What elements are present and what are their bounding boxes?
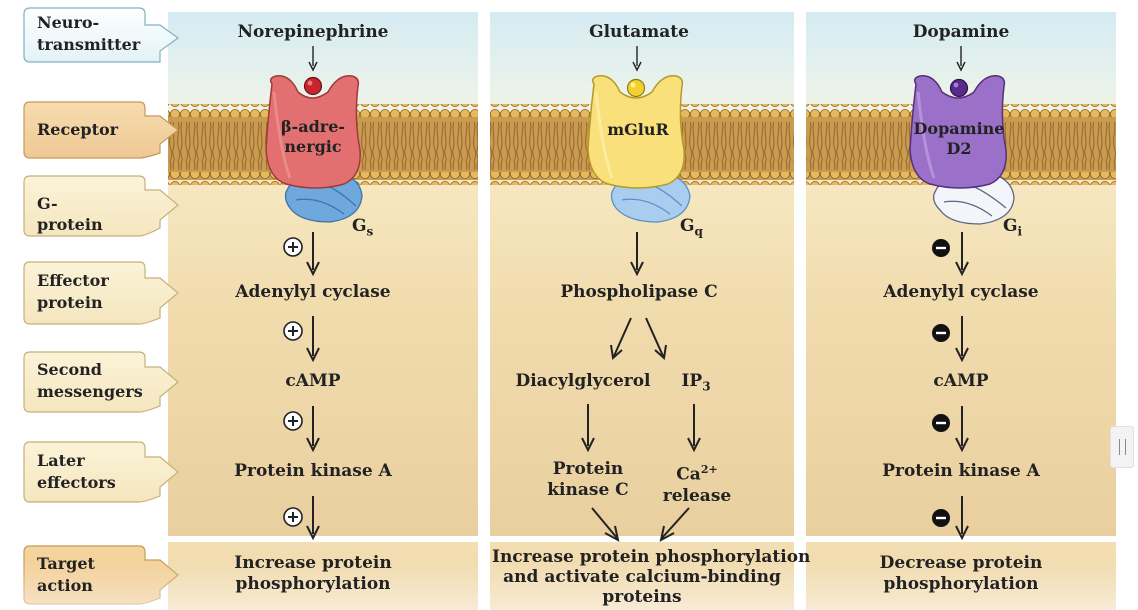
arrows-dopamine	[955, 232, 969, 541]
nt-arrow-glutamate	[632, 46, 642, 72]
target-action-dopamine-line1: Decrease protein	[879, 553, 1043, 573]
target-action-dopamine-line2: phosphorylation	[883, 574, 1039, 594]
row-label-later-line2: effectors	[37, 473, 116, 492]
g-protein-label-gi-main: G	[1003, 216, 1018, 236]
row-label-receptor-text: Receptor	[37, 120, 119, 139]
dopamine-ligand	[949, 78, 969, 98]
row-label-neurotransmitter-line2: transmitter	[37, 35, 141, 54]
mglur-receptor	[587, 75, 685, 189]
row-label-second-line1: Second	[37, 360, 102, 379]
column-glutamate-bg	[490, 12, 794, 610]
target-action-norepinephrine: Increase protein phosphorylation	[203, 553, 423, 595]
bottom-fade-overlay	[0, 560, 1138, 610]
row-label-second-line2: messengers	[37, 382, 143, 401]
plus-signs-norepinephrine	[283, 237, 303, 527]
g-protein-label-gs-sub: s	[366, 224, 374, 239]
grip-icon	[1119, 439, 1126, 455]
g-protein-label-gs: Gs	[352, 216, 373, 238]
later-effector-label-ca-main: Ca	[676, 464, 701, 485]
row-label-effector-line2: protein	[37, 293, 103, 312]
later-effector-label-pkc-line1: Protein	[552, 459, 624, 479]
nt-label-dopamine: Dopamine	[912, 22, 1010, 42]
later-effector-label-norepinephrine: Protein kinase A	[234, 461, 392, 481]
dopamine-d2-receptor	[909, 75, 1007, 189]
g-protein-label-gi: Gi	[1003, 216, 1022, 238]
nt-arrow-dopamine	[956, 46, 966, 72]
second-messenger-label-ip3: IP3	[668, 371, 724, 393]
target-action-norepinephrine-line2: phosphorylation	[235, 574, 391, 594]
receptor-label-dopamine-d2: Dopamine D2	[911, 119, 1007, 159]
g-protein-label-gq-sub: q	[694, 224, 703, 239]
target-action-glutamate-line2: and activate calcium-binding	[503, 567, 781, 587]
row-label-target-line1: Target	[37, 554, 95, 573]
nt-arrow-norepinephrine	[308, 46, 318, 72]
later-effector-label-pkc: Protein kinase C	[538, 459, 638, 501]
glutamate-ligand	[626, 78, 646, 98]
receptor-label-beta-adrenergic: β-adre- nergic	[268, 117, 358, 157]
row-label-effector-line1: Effector	[37, 271, 109, 290]
row-label-neurotransmitter-line1: Neuro-	[37, 13, 100, 32]
later-effector-label-pkc-line2: kinase C	[547, 480, 629, 500]
norepinephrine-ligand	[303, 76, 323, 96]
receptor-label-beta-line2: nergic	[284, 137, 342, 156]
second-messenger-label-norepinephrine: cAMP	[285, 371, 341, 391]
beta-adrenergic-receptor	[265, 75, 361, 189]
row-label-target-line2: action	[37, 576, 93, 595]
target-action-glutamate-line1: Increase protein phosphorylation	[492, 547, 811, 567]
effector-label-dopamine: Adenylyl cyclase	[883, 282, 1039, 302]
later-effector-label-ca-line1: Ca2+	[652, 459, 742, 486]
g-protein-label-gi-sub: i	[1017, 224, 1023, 239]
g-protein-label-gq: Gq	[680, 216, 703, 238]
target-action-glutamate: Increase protein phosphorylation and act…	[492, 547, 811, 607]
second-messenger-label-ip3-main: IP	[681, 371, 703, 391]
second-messenger-label-dag: Diacylglycerol	[515, 371, 651, 391]
nt-label-norepinephrine: Norepinephrine	[237, 22, 389, 42]
row-label-later-line1: Later	[37, 451, 85, 470]
effector-label-norepinephrine: Adenylyl cyclase	[235, 282, 391, 302]
target-action-glutamate-line3: proteins	[602, 587, 682, 607]
g-protein-label-gq-main: G	[680, 216, 695, 236]
later-effector-label-ca-release: Ca2+ release	[652, 459, 742, 507]
arrows-glutamate	[581, 232, 701, 542]
target-action-norepinephrine-line1: Increase protein	[234, 553, 392, 573]
later-effector-label-ca-sup: 2+	[700, 463, 718, 476]
receptor-label-d2-line2: D2	[946, 139, 972, 158]
receptor-label-beta-line1: β-adre-	[280, 117, 346, 136]
receptor-label-mglur: mGluR	[607, 120, 669, 139]
second-messenger-label-dopamine: cAMP	[933, 371, 989, 391]
later-effector-label-dopamine: Protein kinase A	[882, 461, 1040, 481]
later-effector-label-ca-line2: release	[662, 485, 732, 506]
g-protein-label-gs-main: G	[352, 216, 367, 236]
row-label-g-protein-text: G-protein	[37, 194, 103, 234]
second-messenger-label-ip3-sub: 3	[702, 379, 711, 394]
effector-label-glutamate: Phospholipase C	[560, 282, 718, 302]
receptor-label-d2-line1: Dopamine	[913, 119, 1005, 138]
minus-signs-dopamine	[932, 239, 950, 527]
side-drag-handle[interactable]	[1110, 426, 1134, 468]
nt-label-glutamate: Glutamate	[589, 22, 689, 42]
arrows-norepinephrine	[306, 232, 320, 541]
target-action-dopamine: Decrease protein phosphorylation	[851, 553, 1071, 595]
